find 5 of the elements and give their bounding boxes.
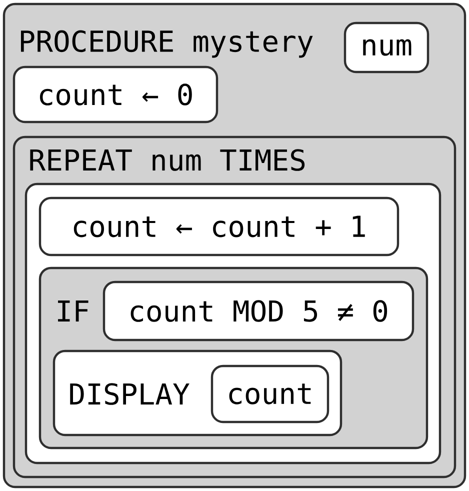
code-slot: count ← count + 1 xyxy=(38,196,400,256)
code-slot: count MOD 5 ≠ 0 xyxy=(102,280,414,342)
code-slot: num xyxy=(344,22,430,74)
code-slot: count xyxy=(210,364,330,424)
code-slot: count ← 0 xyxy=(12,66,218,124)
